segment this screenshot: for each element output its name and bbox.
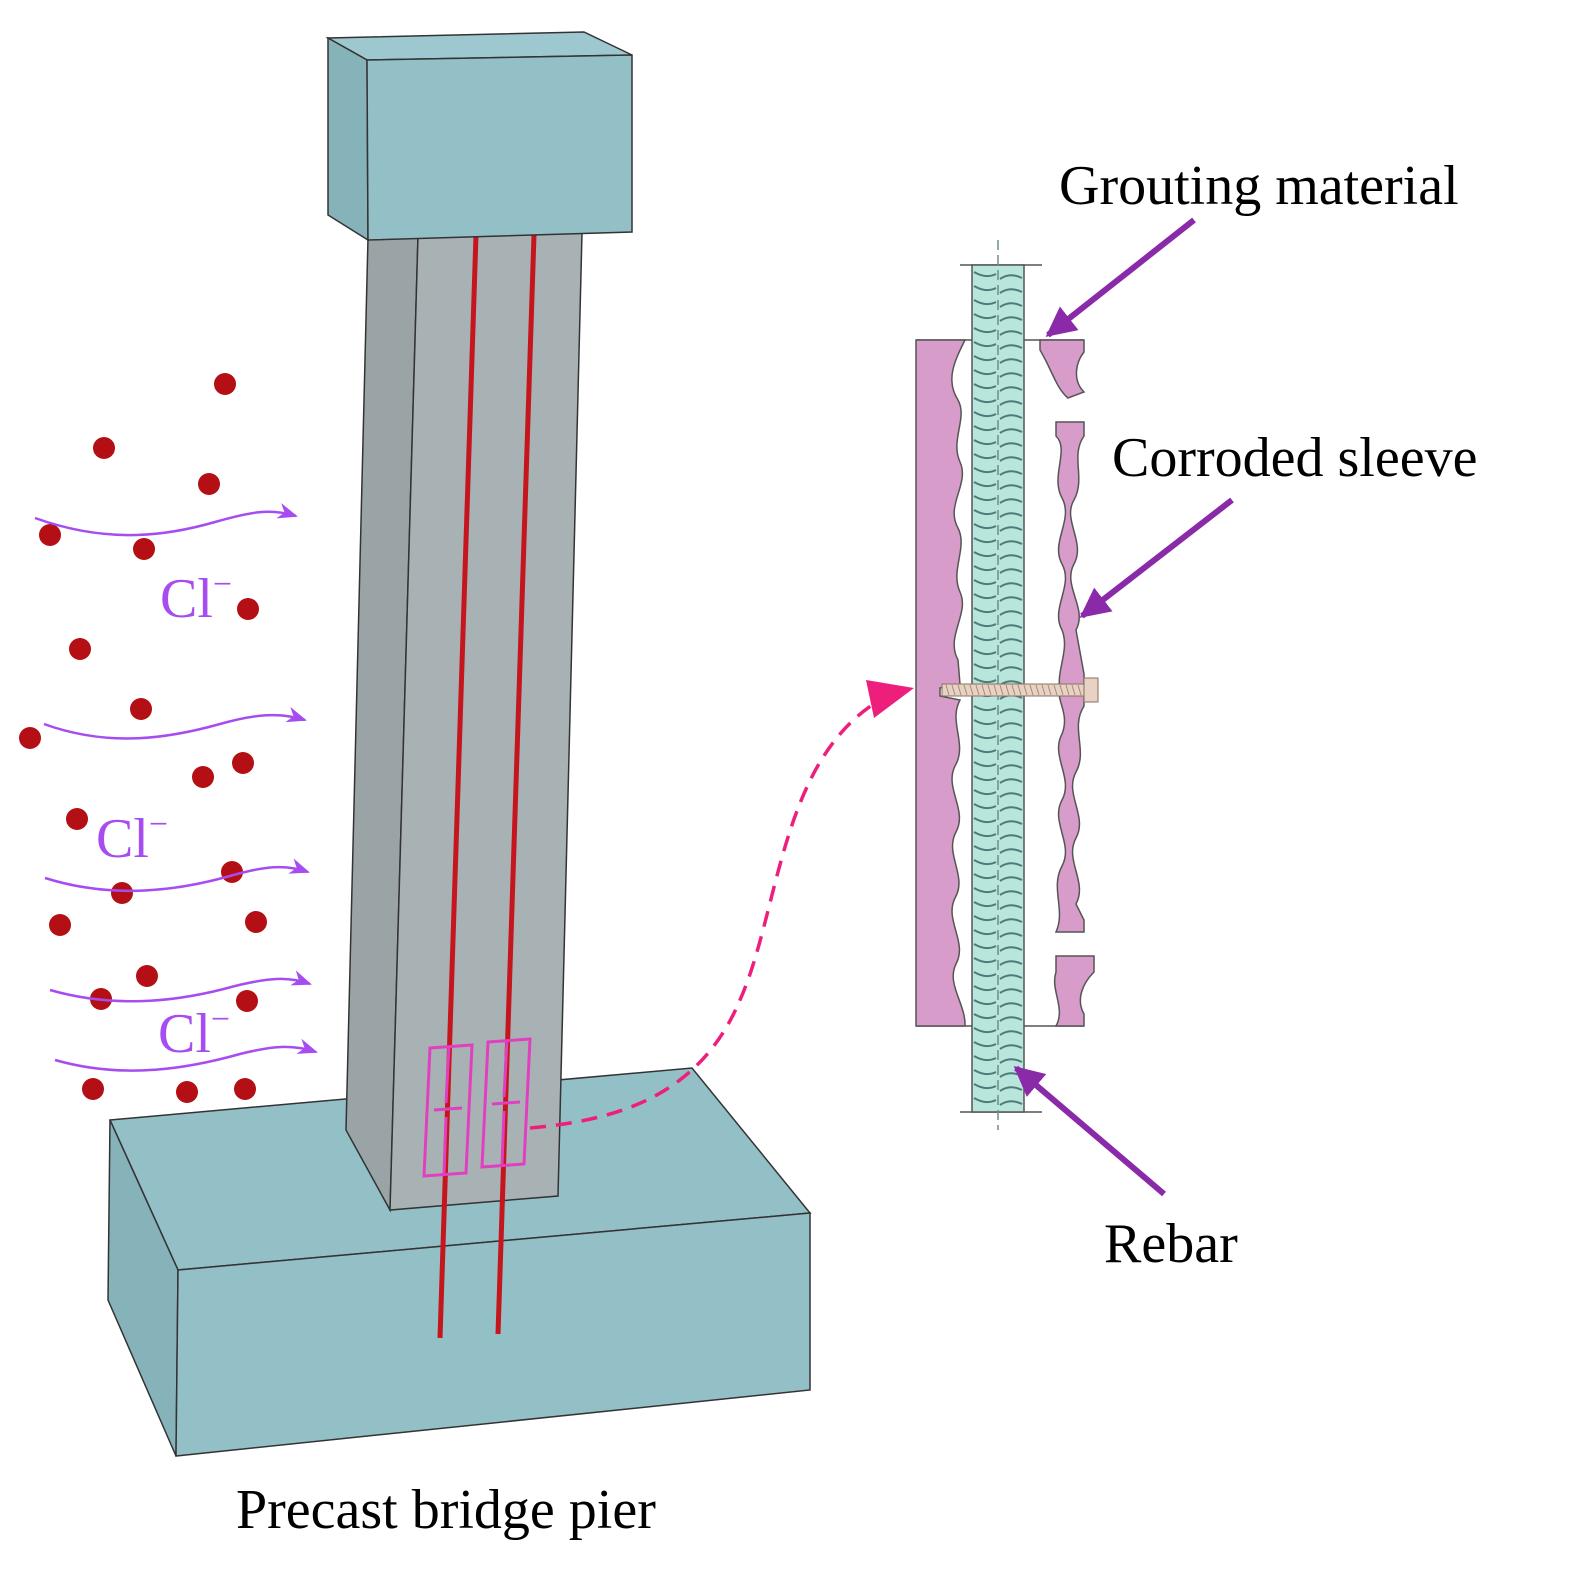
chloride-dot — [234, 1078, 256, 1100]
chloride-dot — [93, 437, 115, 459]
chloride-dot — [39, 524, 61, 546]
footing-front — [175, 1212, 811, 1457]
chloride-dot — [236, 990, 258, 1012]
zoom-link-arrowhead — [866, 680, 914, 718]
flow-arrow-4 — [49, 970, 312, 1003]
label-precast-bridge-pier: Precast bridge pier — [236, 1479, 656, 1541]
flow-arrow-1 — [34, 503, 298, 537]
chloride-dot — [232, 752, 254, 774]
label-rebar: Rebar — [1104, 1213, 1238, 1275]
grouting-arrow — [1045, 217, 1196, 338]
chloride-dot — [192, 766, 214, 788]
chloride-dot — [82, 1078, 104, 1100]
chloride-ions — [19, 373, 267, 1103]
chloride-dot — [66, 808, 88, 830]
chloride-dot — [136, 965, 158, 987]
chloride-dot — [111, 882, 133, 904]
sleeve-bolt — [941, 677, 1099, 703]
sleeve-markers — [422, 1037, 532, 1178]
chloride-labels: Cl− Cl− Cl− — [96, 566, 232, 1065]
chloride-dot — [245, 911, 267, 933]
chloride-flow-arrows — [34, 503, 318, 1072]
cl-label-2: Cl− — [96, 806, 168, 870]
chloride-dot — [176, 1081, 198, 1103]
cap-left-side — [327, 36, 369, 242]
chloride-dot — [198, 473, 220, 495]
chloride-dot — [214, 373, 236, 395]
chloride-dot — [130, 698, 152, 720]
chloride-dot — [69, 638, 91, 660]
label-grouting-material: Grouting material — [1059, 155, 1459, 217]
chloride-dot — [237, 598, 259, 620]
sleeve-arrow — [1079, 497, 1234, 619]
chloride-dot — [19, 727, 41, 749]
pier-column — [345, 232, 583, 1213]
label-corroded-sleeve: Corroded sleeve — [1112, 427, 1477, 489]
chloride-dot — [49, 914, 71, 936]
sleeve-marker-left — [422, 1043, 474, 1178]
sleeve-left-wall — [915, 339, 967, 1027]
flow-arrow-2 — [43, 706, 307, 740]
flow-arrow-3 — [44, 858, 310, 893]
callout-arrows — [1013, 217, 1234, 1197]
chloride-dot — [221, 861, 243, 883]
cl-label-1: Cl− — [160, 566, 232, 630]
rebar-ribs — [973, 271, 1023, 1106]
sleeve-right-wall-mid — [1054, 421, 1085, 933]
zoom-link-arrow — [529, 698, 881, 1130]
sleeve-marker-right — [480, 1037, 532, 1169]
sleeve-right-wall-top — [1039, 339, 1086, 399]
flow-arrow-5 — [54, 1038, 318, 1072]
cl-label-3: Cl− — [158, 1001, 230, 1065]
cap-front — [366, 54, 633, 241]
pier-cap — [325, 31, 633, 242]
rebar-arrow — [1013, 1065, 1166, 1197]
chloride-dot — [133, 538, 155, 560]
sleeve-detail — [915, 240, 1099, 1130]
sleeve-right-wall-bottom — [1053, 955, 1095, 1027]
